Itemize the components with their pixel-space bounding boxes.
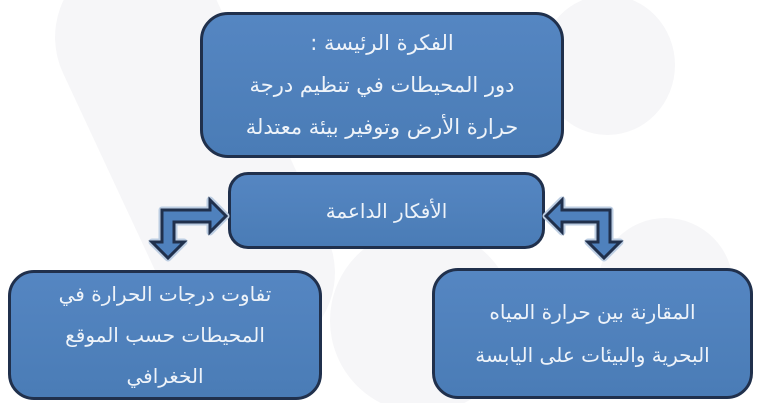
temperature-variation-line: تفاوت درجات الحرارة في [58, 281, 272, 306]
main-idea-line: الفكرة الرئيسة : [310, 31, 454, 55]
supporting-ideas-label: الأفكار الداعمة [325, 198, 448, 223]
temperature-variation-line: الخغرافي [126, 363, 204, 388]
main-idea-box: الفكرة الرئيسة : دور المحيطات في تنظيم د… [200, 12, 564, 158]
elbow-double-arrow-left-icon [148, 196, 230, 262]
main-idea-line: دور المحيطات في تنظيم درجة [249, 73, 515, 97]
elbow-double-arrow-right-icon [542, 196, 624, 262]
water-land-comparison-line: المقارنة بين حرارة المياه [489, 299, 696, 324]
supporting-ideas-box: الأفكار الداعمة [228, 172, 545, 249]
water-land-comparison-box: المقارنة بين حرارة المياه البحرية والبيئ… [432, 268, 753, 399]
water-land-comparison-line: البحرية والبيئات على اليابسة [475, 342, 710, 367]
main-idea-line: حرارة الأرض وتوفير بيئة معتدلة [245, 115, 519, 139]
temperature-variation-line: المحيطات حسب الموقع [65, 322, 265, 347]
temperature-variation-box: تفاوت درجات الحرارة في المحيطات حسب المو… [8, 270, 322, 400]
